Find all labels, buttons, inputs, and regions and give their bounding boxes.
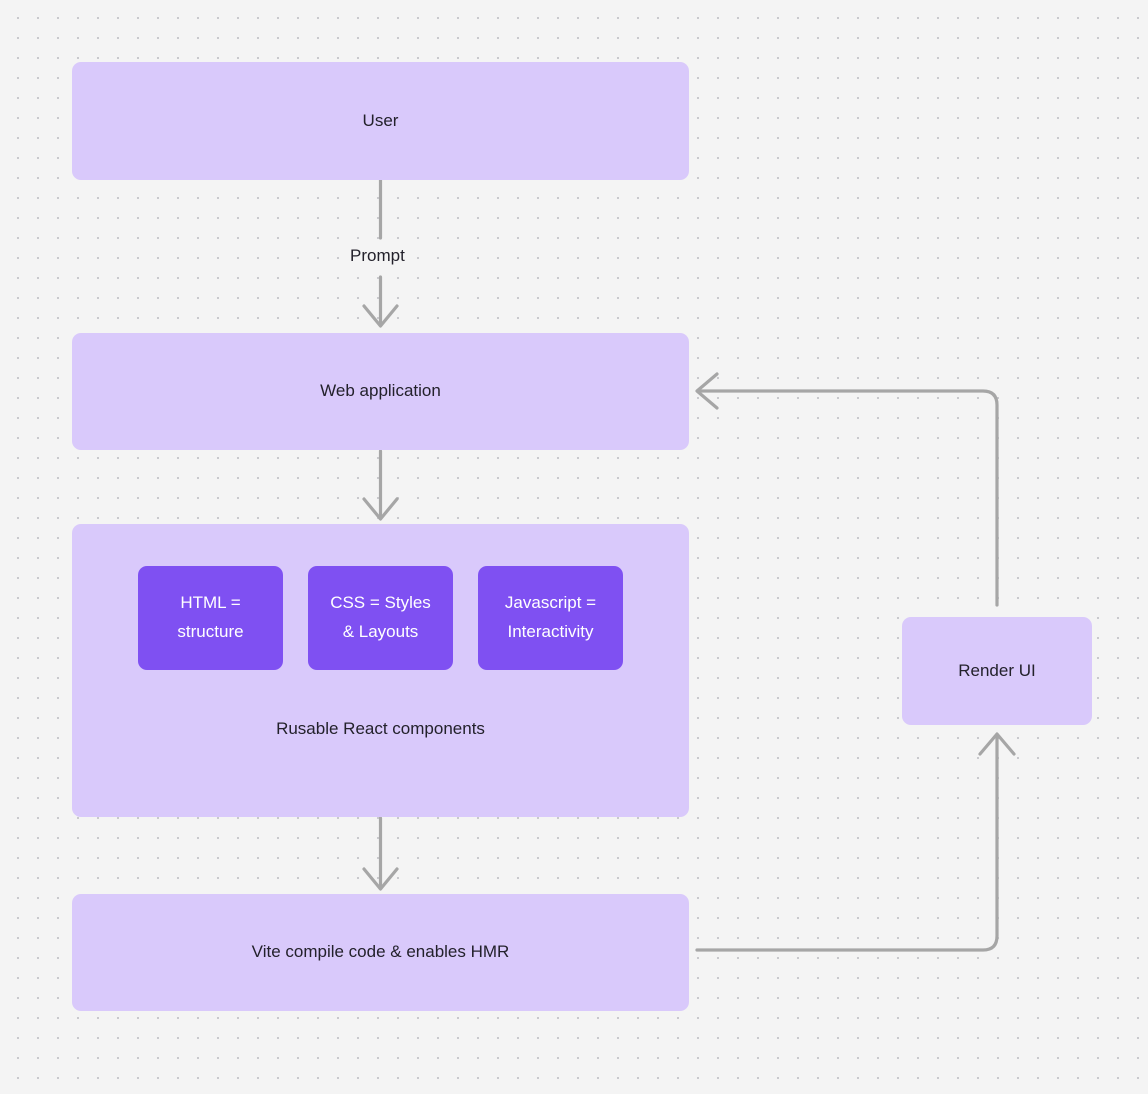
arrowhead-down-icon xyxy=(362,867,399,891)
node-vite[interactable]: Vite compile code & enables HMR xyxy=(72,894,689,1011)
edge-path xyxy=(695,736,999,952)
arrowhead-down-icon xyxy=(362,497,399,521)
edge-path xyxy=(699,389,999,607)
subnode-javascript-line2: Interactivity xyxy=(507,622,594,641)
subnode-css-label: CSS = Styles & Layouts xyxy=(330,589,431,647)
edge-render-to-webapp xyxy=(695,372,999,607)
subnode-javascript-line1: Javascript = xyxy=(504,593,597,613)
node-render-ui[interactable]: Render UI xyxy=(902,617,1092,725)
node-react-components-caption: Rusable React components xyxy=(276,719,485,738)
subnode-css-line2: & Layouts xyxy=(342,622,419,641)
edge-webapp-to-components xyxy=(362,449,399,521)
subnode-html-line2: structure xyxy=(177,622,244,641)
node-vite-label: Vite compile code & enables HMR xyxy=(251,942,510,962)
subnode-html[interactable]: HTML = structure xyxy=(138,566,283,670)
node-user[interactable]: User xyxy=(72,62,689,180)
arrowhead-left-icon xyxy=(695,372,719,410)
node-web-application[interactable]: Web application xyxy=(72,333,689,450)
node-user-label: User xyxy=(362,110,399,130)
node-render-ui-label: Render UI xyxy=(958,660,1036,680)
subnode-css-line1: CSS = Styles xyxy=(330,593,431,613)
subnode-row: HTML = structure CSS = Styles & Layouts … xyxy=(72,566,689,670)
subnode-javascript[interactable]: Javascript = Interactivity xyxy=(478,566,623,670)
node-web-application-label: Web application xyxy=(320,381,441,401)
subnode-html-label: HTML = structure xyxy=(177,589,243,647)
subnode-css[interactable]: CSS = Styles & Layouts xyxy=(308,566,453,670)
edge-label-prompt: Prompt xyxy=(343,245,412,267)
edge-components-to-vite xyxy=(362,816,399,891)
arrowhead-down-icon xyxy=(362,304,399,328)
subnode-javascript-label: Javascript = Interactivity xyxy=(505,589,596,647)
arrowhead-up-icon xyxy=(978,732,1016,756)
edge-vite-to-render xyxy=(695,732,1016,952)
node-react-components[interactable]: HTML = structure CSS = Styles & Layouts … xyxy=(72,524,689,817)
subnode-html-line1: HTML = xyxy=(180,593,241,613)
